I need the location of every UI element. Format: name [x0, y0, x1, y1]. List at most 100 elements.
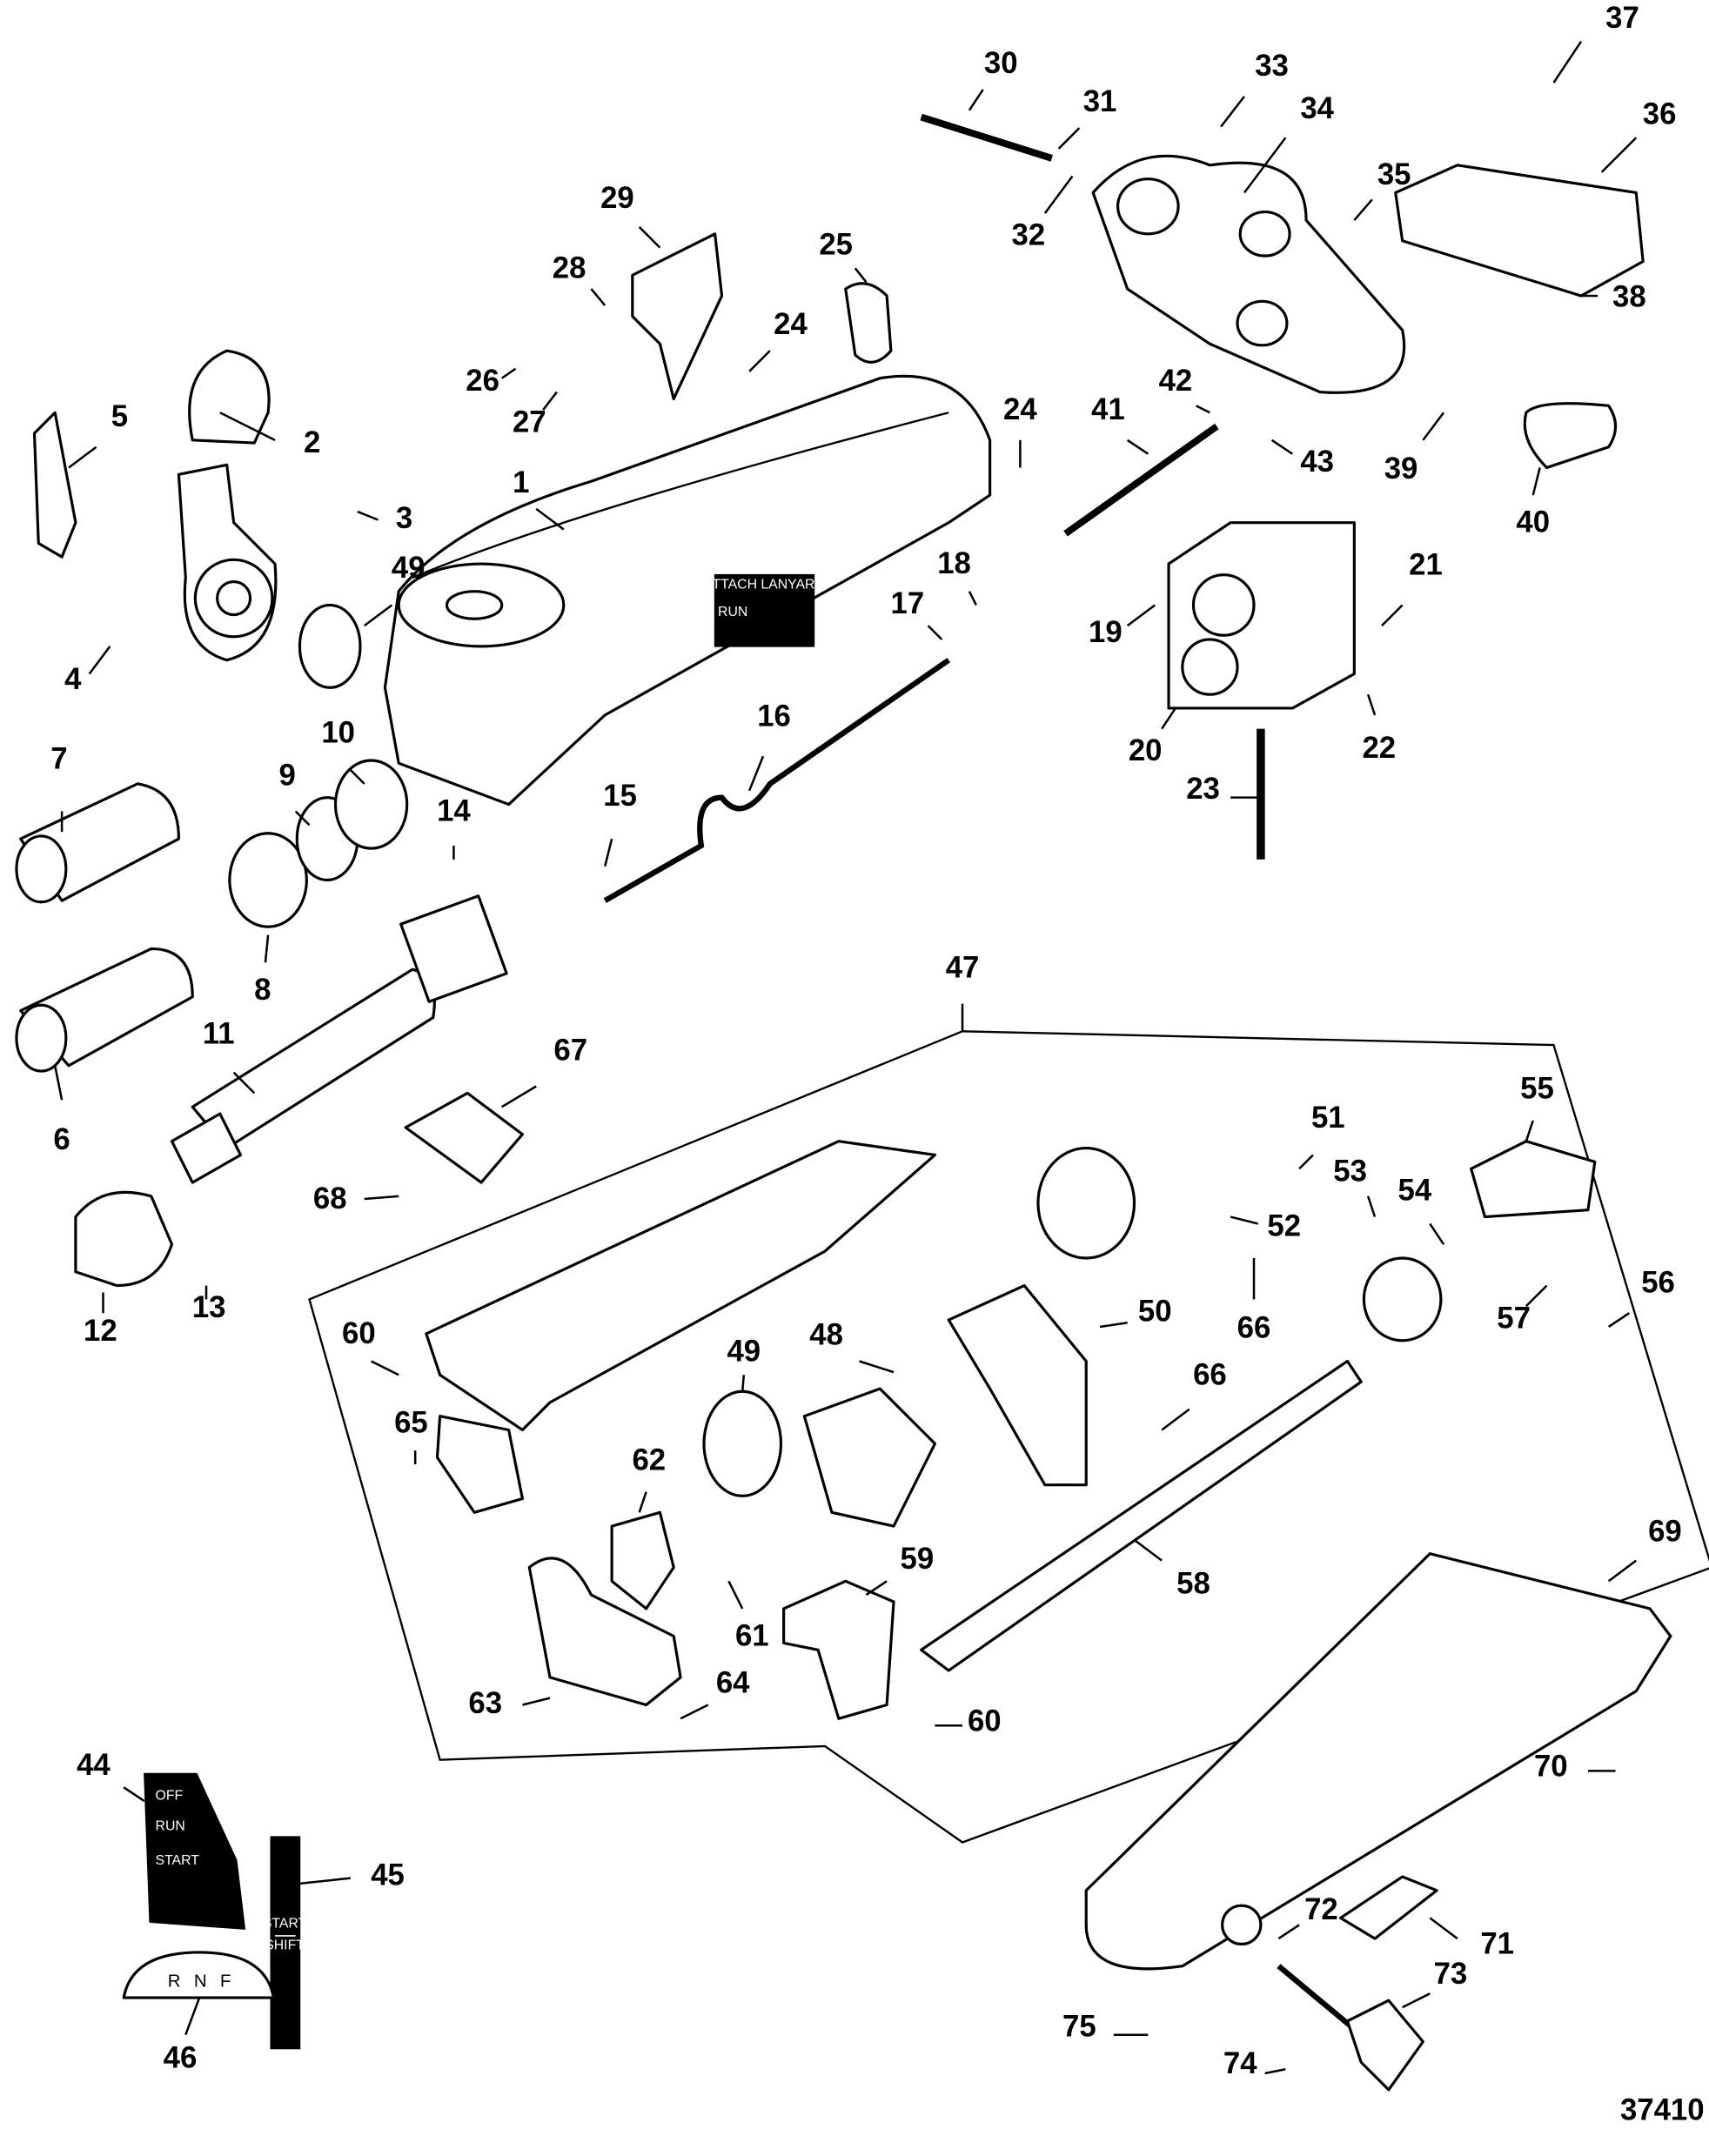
callout-53: 53: [1333, 1155, 1367, 1188]
callout-6: 6: [53, 1123, 70, 1156]
callout-28: 28: [553, 251, 586, 285]
leader-line-48: [859, 1360, 895, 1374]
leader-line-49: [741, 1375, 746, 1392]
leader-line-26: [500, 367, 517, 379]
decal-run: RUN: [156, 1818, 185, 1833]
leader-line-22: [1366, 693, 1377, 716]
callout-17: 17: [891, 587, 925, 620]
lanyard-decal-run: RUN: [718, 605, 747, 619]
callout-14: 14: [437, 795, 471, 828]
leader-line-33: [1220, 96, 1245, 128]
leader-line-69: [1607, 1559, 1638, 1583]
callout-60: 60: [968, 1705, 1002, 1738]
leader-line-17: [927, 625, 943, 640]
shaft-part-11: [170, 894, 508, 1184]
leader-line-54: [1429, 1222, 1445, 1245]
leader-line-49: [363, 604, 393, 627]
callout-64: 64: [716, 1666, 750, 1699]
leader-line-15: [603, 838, 613, 867]
callout-18: 18: [937, 547, 971, 580]
nut-part-72: [1221, 1904, 1263, 1946]
callout-45: 45: [371, 1858, 405, 1892]
callout-58: 58: [1176, 1568, 1210, 1601]
callout-66: 66: [1237, 1312, 1271, 1345]
leader-line-29: [638, 226, 661, 249]
grip-part-7: [15, 782, 180, 904]
callout-69: 69: [1648, 1515, 1682, 1548]
lower-cover-part-69: [1084, 1552, 1672, 1971]
leader-line-45: [299, 1877, 352, 1885]
valve-block-part-20: [1167, 521, 1356, 710]
callout-30: 30: [984, 47, 1018, 80]
callout-56: 56: [1641, 1266, 1675, 1299]
callout-5: 5: [111, 400, 128, 433]
callout-3: 3: [396, 502, 412, 535]
callout-19: 19: [1089, 616, 1123, 649]
gearbox-assembly-outline-47: [308, 1030, 1709, 1844]
leader-line-67: [501, 1085, 537, 1108]
callout-32: 32: [1012, 218, 1046, 251]
key-switch-decal-44: OFF RUN START: [144, 1772, 246, 1930]
leader-line-32: [1043, 175, 1074, 214]
callout-44: 44: [77, 1749, 111, 1782]
leader-line-16: [747, 755, 765, 792]
decal-rnf: R N F: [168, 1971, 231, 1991]
callout-72: 72: [1304, 1893, 1338, 1926]
leader-line-66: [1161, 1408, 1190, 1431]
start-shift-decal-45: START SHIFT: [263, 1836, 307, 2050]
callout-31: 31: [1083, 85, 1117, 118]
callout-59: 59: [901, 1543, 935, 1576]
callout-9: 9: [279, 759, 296, 792]
leader-line-59: [865, 1580, 888, 1597]
callout-41: 41: [1091, 393, 1125, 426]
leader-line-8: [264, 934, 270, 963]
callout-25: 25: [819, 229, 853, 262]
callout-34: 34: [1300, 92, 1334, 125]
leader-line-73: [1402, 1992, 1431, 2009]
callout-51: 51: [1311, 1101, 1345, 1135]
tube-part-58: [920, 1359, 1363, 1672]
leader-line-72: [1277, 1924, 1300, 1940]
leader-line-46: [184, 1997, 201, 2036]
callout-65: 65: [394, 1407, 428, 1440]
callout-62: 62: [632, 1443, 666, 1476]
decal-start-shift-start: START: [263, 1916, 307, 1931]
callout-38: 38: [1612, 281, 1646, 314]
callout-20: 20: [1129, 734, 1163, 767]
callout-21: 21: [1409, 549, 1443, 582]
leader-line-60: [371, 1360, 399, 1376]
callout-11: 11: [203, 1017, 235, 1050]
callout-49: 49: [727, 1335, 761, 1368]
callout-27: 27: [513, 405, 546, 439]
callout-12: 12: [84, 1315, 117, 1348]
callout-68: 68: [313, 1182, 347, 1215]
callout-24: 24: [1003, 393, 1037, 426]
callout-61: 61: [735, 1620, 769, 1653]
leader-line-64: [680, 1704, 709, 1720]
leader-line-6: [53, 1065, 64, 1101]
callout-55: 55: [1520, 1073, 1554, 1106]
leader-line-25: [854, 267, 868, 283]
block-part-59: [782, 1579, 895, 1720]
leader-line-52: [1230, 1215, 1259, 1225]
leader-line-28: [590, 288, 607, 306]
grip-part-6: [15, 947, 194, 1073]
callout-71: 71: [1480, 1927, 1514, 1960]
leader-line-43: [1270, 439, 1293, 455]
lanyard-clip-part-5: [32, 411, 77, 559]
leader-line-10: [350, 769, 365, 785]
leader-line-41: [1126, 439, 1149, 455]
bushing-part-49: [298, 603, 362, 689]
callout-49: 49: [392, 552, 426, 585]
callout-13: 13: [192, 1291, 226, 1324]
leader-line-31: [1057, 127, 1081, 150]
leader-line-56: [1607, 1312, 1631, 1329]
lanyard-decal-title: ATTACH LANYARD: [704, 578, 825, 593]
throttle-cover-part-12: [74, 1190, 174, 1288]
link-rod-part-16: [603, 658, 951, 903]
leader-line-1: [535, 507, 565, 531]
leader-line-71: [1429, 1917, 1458, 1940]
bolt-part-41: [1063, 423, 1219, 537]
callout-50: 50: [1138, 1296, 1172, 1329]
